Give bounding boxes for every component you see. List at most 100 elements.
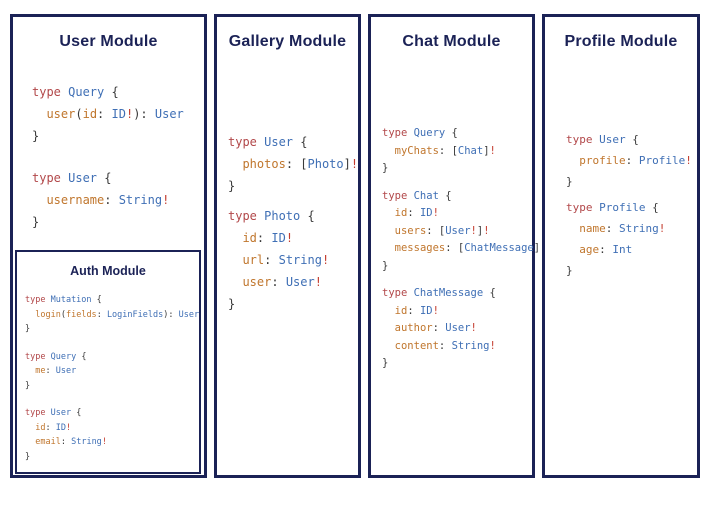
code-line: username: String!: [32, 189, 204, 211]
code-token: url: [242, 253, 265, 267]
code-token: ChatMessage: [413, 287, 490, 299]
code-token: :: [599, 243, 613, 256]
code-token: !: [685, 154, 692, 167]
code-token: age: [579, 243, 600, 256]
code-type-block: type ChatMessage { id: ID! author: User!…: [382, 285, 532, 373]
code-token: :: [407, 304, 420, 317]
code-token: String: [619, 222, 659, 235]
code-line: }: [32, 125, 204, 147]
code-token: login: [35, 309, 61, 320]
code-token: ]: [343, 157, 351, 171]
code-token: String: [278, 253, 322, 267]
code-token: {: [632, 133, 639, 146]
code-token: [32, 193, 46, 207]
code-type-block: type Query { myChats: [Chat]!}: [382, 125, 532, 178]
code-token: name: [579, 222, 606, 235]
code-token: ChatMessage: [464, 242, 534, 254]
code-token: :: [97, 107, 112, 121]
code-line: me: User: [25, 364, 199, 379]
code-token: : [: [285, 157, 308, 171]
code-line: type ChatMessage {: [382, 285, 532, 303]
code-token: type: [25, 408, 51, 418]
code-token: {: [489, 287, 496, 299]
code-type-block: type User { username: String!}: [32, 167, 204, 233]
code-token: String: [451, 339, 490, 352]
code-token: [25, 437, 35, 447]
code-token: {: [307, 209, 315, 223]
code-token: type: [32, 85, 69, 99]
code-type-block: type Query { user(id: ID!): User}: [32, 81, 204, 147]
code-token: LoginFields: [106, 309, 164, 320]
code-token: user: [46, 107, 76, 121]
code-token: }: [382, 162, 389, 174]
code-token: : [: [438, 144, 458, 157]
code-token: :: [625, 154, 639, 167]
code-token: id: [394, 304, 408, 317]
code-line: type User {: [25, 406, 199, 421]
code-token: }: [228, 179, 236, 193]
code-line: user(id: ID!): User: [32, 103, 204, 125]
code-token: :: [60, 437, 72, 447]
code-token: type: [566, 133, 600, 146]
code-token: ID: [111, 107, 126, 121]
code-token: users: [394, 224, 427, 237]
code-line: }: [25, 322, 199, 337]
code-token: : [: [445, 242, 465, 254]
code-token: }: [566, 264, 573, 277]
code-token: :: [605, 222, 619, 235]
code-token: User: [445, 224, 471, 237]
code-line: }: [382, 160, 532, 178]
code-line: }: [228, 175, 358, 197]
code-token: [228, 157, 242, 171]
code-token: [382, 305, 395, 317]
code-token: User: [445, 322, 471, 334]
code-token: !: [321, 253, 330, 267]
code-block-profile-module: type User { profile: Profile!}type Profi…: [566, 129, 697, 281]
code-token: Profile: [638, 154, 686, 167]
code-block-user-module: type Query { user(id: ID!): User}type Us…: [32, 81, 204, 233]
code-token: ]: [483, 144, 490, 157]
code-token: }: [228, 297, 236, 311]
panel-auth-module: Auth Module type Mutation { login(fields…: [15, 250, 201, 474]
panel-title-gallery-module: Gallery Module: [228, 33, 347, 50]
code-token: :: [264, 253, 279, 267]
code-line: user: User!: [228, 271, 358, 293]
code-token: ):: [133, 107, 155, 121]
code-line: content: String!: [382, 338, 532, 356]
code-token: User: [68, 171, 105, 185]
panel-gallery-module: Gallery Module type User { photos: [Phot…: [214, 14, 361, 478]
code-token: ID: [419, 304, 433, 317]
code-token: !: [489, 339, 496, 352]
code-line: }: [25, 379, 199, 394]
panel-title-chat-module: Chat Module: [402, 33, 501, 50]
code-token: }: [32, 215, 40, 229]
code-token: !: [350, 157, 359, 171]
code-token: author: [394, 322, 433, 334]
code-token: content: [394, 339, 439, 352]
code-token: :: [432, 322, 446, 334]
code-token: [25, 310, 35, 320]
code-type-block: type Photo { id: ID! url: String! user: …: [228, 205, 358, 315]
code-line: myChats: [Chat]!: [382, 143, 532, 161]
code-token: id: [242, 231, 257, 245]
code-token: myChats: [394, 144, 439, 157]
code-token: ]: [533, 242, 541, 254]
code-token: {: [76, 408, 82, 418]
code-token: User: [50, 408, 77, 418]
code-token: !: [483, 224, 490, 237]
code-line: author: User!: [382, 320, 532, 338]
code-token: {: [445, 189, 452, 202]
code-token: String: [71, 437, 102, 447]
code-token: type: [566, 201, 600, 214]
code-type-block: type User { profile: Profile!}: [566, 129, 697, 192]
code-token: {: [96, 295, 102, 305]
code-token: ID: [419, 207, 433, 219]
code-token: !: [125, 107, 134, 121]
code-token: [566, 222, 579, 235]
code-token: Query: [68, 85, 112, 99]
code-token: [228, 253, 242, 267]
code-token: }: [32, 129, 40, 143]
code-line: id: ID!: [382, 205, 532, 223]
code-line: login(fields: LoginFields): User: [25, 308, 199, 323]
code-token: {: [81, 351, 87, 362]
